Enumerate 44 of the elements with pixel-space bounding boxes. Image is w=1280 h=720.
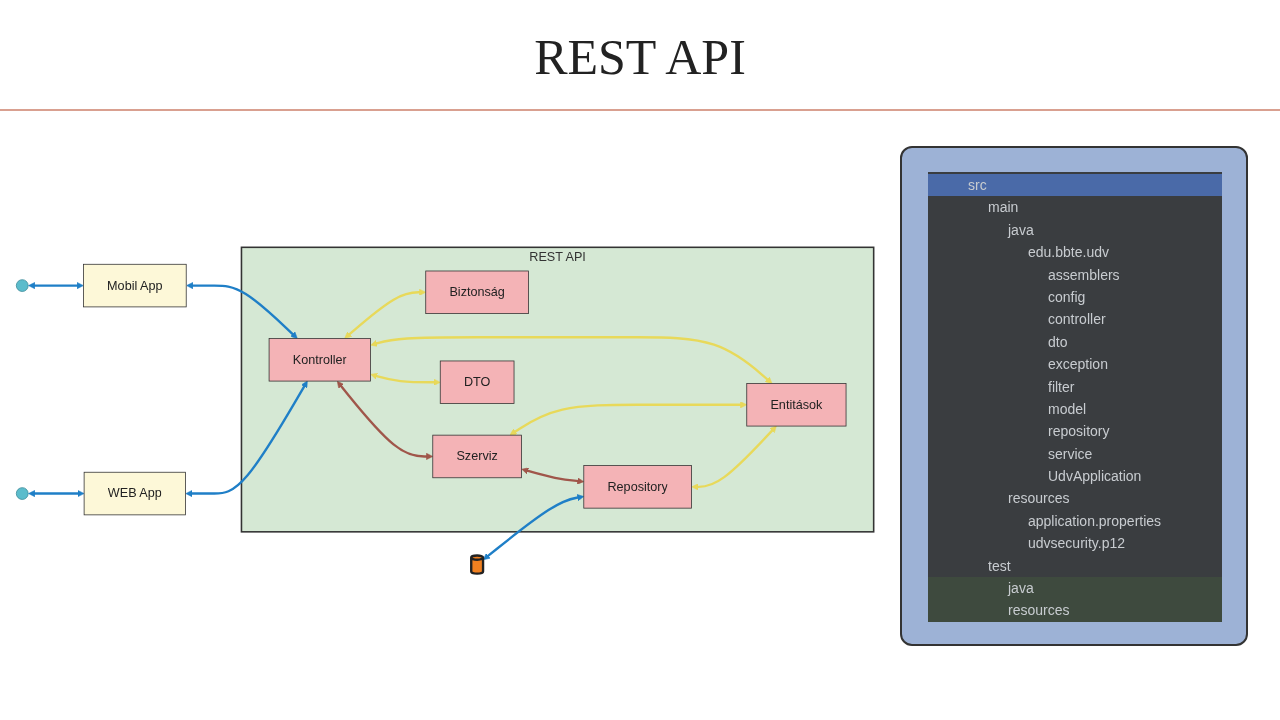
file-name: java <box>1008 579 1034 599</box>
file-name: resources <box>1008 601 1070 621</box>
node-box: WEB App <box>83 471 186 515</box>
arrow <box>336 380 434 460</box>
node-box: Entitások <box>746 382 847 426</box>
file-name: controller <box>1048 310 1106 330</box>
node-box: Biztonság <box>425 270 529 314</box>
file-name: java <box>1008 220 1034 240</box>
file-name: src <box>968 176 987 195</box>
file-name: filter <box>1048 377 1075 397</box>
node-cylinder <box>470 553 485 575</box>
title: REST API <box>533 28 747 86</box>
file-name: edu.bbte.udv <box>1028 243 1109 263</box>
file-name: resources <box>1008 489 1070 509</box>
node-box: DTO <box>439 360 515 404</box>
arrow <box>483 493 585 560</box>
file-name: application.properties <box>1028 511 1162 531</box>
arrow <box>509 400 748 435</box>
file-name: model <box>1048 399 1087 419</box>
arrow <box>344 288 427 339</box>
arrow <box>28 281 84 289</box>
file-name: main <box>988 198 1019 218</box>
node-person <box>15 278 29 292</box>
arrow <box>521 467 585 484</box>
file-name: service <box>1048 444 1093 464</box>
file-name: dto <box>1048 332 1068 352</box>
file-name: test <box>988 556 1011 576</box>
arrow <box>185 380 308 497</box>
arrow <box>186 281 298 339</box>
file-name: assemblers <box>1048 265 1120 285</box>
node-box: Mobil App <box>83 263 187 307</box>
arrow <box>370 335 773 384</box>
arrow <box>370 372 441 386</box>
file-name: config <box>1048 287 1086 307</box>
node-person <box>15 486 29 500</box>
file-name: exception <box>1048 355 1108 375</box>
node-box: Szerviz <box>432 434 522 478</box>
node-box: Repository <box>583 464 692 509</box>
arrow <box>28 489 85 497</box>
arrow <box>691 425 777 490</box>
node-box: Kontroller <box>268 337 371 381</box>
file-name: UdvApplication <box>1048 467 1142 487</box>
file-name: repository <box>1048 422 1110 442</box>
file-name: udvsecurity.p12 <box>1028 534 1125 554</box>
